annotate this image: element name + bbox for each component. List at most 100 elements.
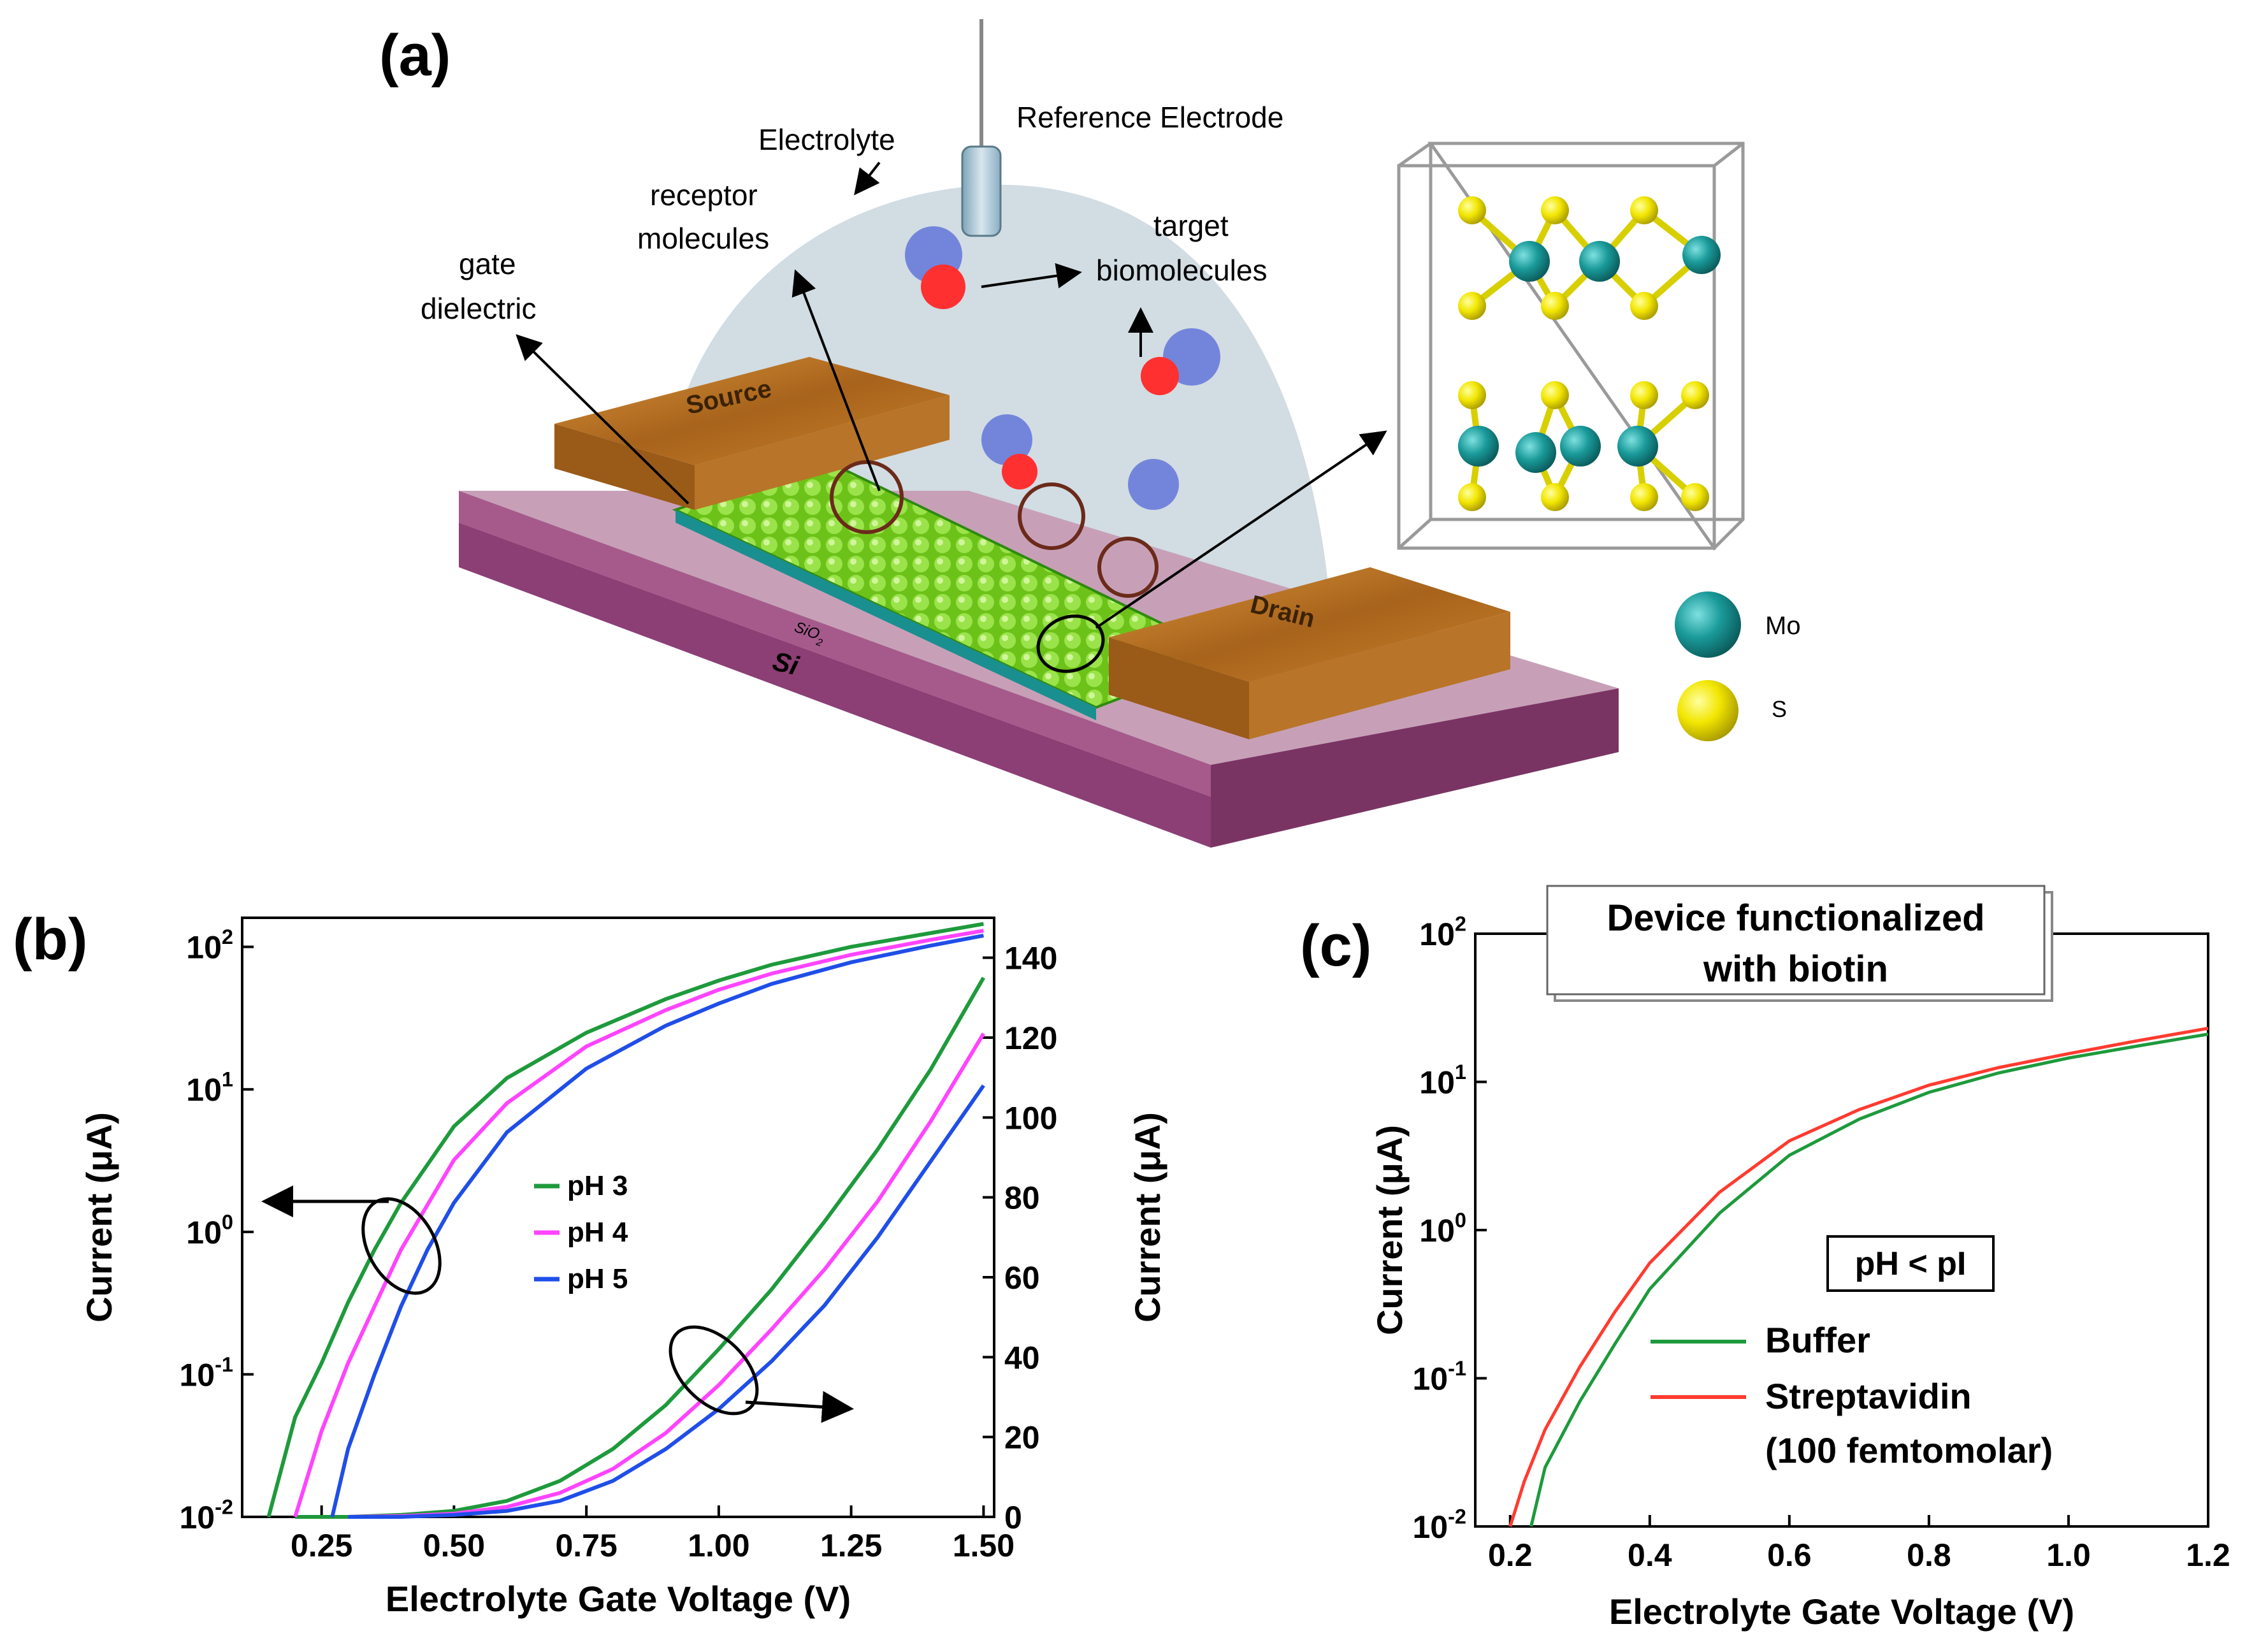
panel-c-y-axis-label: Current (μA) bbox=[1369, 1125, 1410, 1335]
panel-c-legend-label-buffer: Buffer bbox=[1765, 1320, 1870, 1360]
panel-a-label: (a) bbox=[379, 23, 451, 88]
target-arrow bbox=[981, 263, 1082, 289]
panel-c-title-box bbox=[1546, 885, 2046, 996]
target-biomolecules bbox=[905, 226, 1220, 510]
panel-b-legend-label: pH 3 bbox=[567, 1170, 628, 1201]
panel-b-x-axis-label: Electrolyte Gate Voltage (V) bbox=[386, 1579, 851, 1619]
panel-b-x-tick-label: 1.00 bbox=[688, 1528, 749, 1563]
panel-c-series-line bbox=[1529, 1032, 2209, 1527]
si-substrate-front bbox=[459, 523, 1211, 848]
panel-b-y-left-tick-label: 102 bbox=[186, 925, 233, 966]
panel-c-y-tick-label: 100 bbox=[1419, 1209, 1466, 1249]
panel-c-x-tick-label: 0.2 bbox=[1488, 1537, 1533, 1573]
panel-b-y-right-tick-label: 100 bbox=[1004, 1100, 1057, 1136]
panel-c-y-tick-label-exp: -1 bbox=[1448, 1357, 1466, 1380]
panel-c-x-axis-label: Electrolyte Gate Voltage (V) bbox=[1609, 1591, 2074, 1632]
panel-c-x-tick-label: 1.2 bbox=[2186, 1537, 2230, 1573]
panel-b-y-right-tick-label: 120 bbox=[1004, 1020, 1057, 1056]
panel-b-y-right-tick-label: 80 bbox=[1004, 1180, 1040, 1216]
panel-c-x-tick-label: 1.0 bbox=[2046, 1537, 2091, 1573]
panel-b-y-left-tick-label-base: 10 bbox=[186, 1072, 222, 1108]
panel-b-y-right-tick-label: 60 bbox=[1004, 1260, 1040, 1296]
legend-mo-swatch bbox=[1675, 591, 1741, 658]
panel-b-plot-frame bbox=[241, 917, 995, 1518]
panel-b-y-left-tick-label-base: 10 bbox=[179, 1500, 215, 1535]
panel-b-series-linear-line bbox=[295, 976, 985, 1519]
panel-b-series-log-line bbox=[293, 929, 984, 1518]
receptor-label-line-1: receptor bbox=[650, 178, 758, 212]
crystal-atoms bbox=[1458, 196, 1721, 511]
panel-b-y-left-tick-label-exp: 1 bbox=[222, 1068, 233, 1091]
panel-c-series-line bbox=[1508, 1026, 2209, 1527]
panel-b-y-left-tick-label-base: 10 bbox=[186, 1215, 222, 1250]
si-substrate-side bbox=[1211, 688, 1619, 848]
panel-b-x-tick-label: 1.25 bbox=[820, 1528, 882, 1563]
panel-c-y-tick-label-base: 10 bbox=[1419, 1065, 1455, 1101]
panel-b-y-right-tick-label: 140 bbox=[1004, 941, 1057, 976]
panel-c-title-line-2: with biotin bbox=[1703, 948, 1888, 990]
panel-c-y-tick-label-base: 10 bbox=[1412, 1509, 1448, 1545]
mos2-channel-edge bbox=[676, 510, 1096, 720]
panel-c-y-tick-label-exp: 0 bbox=[1455, 1209, 1466, 1232]
panel-c-x-tick-label: 0.6 bbox=[1767, 1537, 1812, 1573]
gate-dielectric-label-line-1: gate bbox=[459, 247, 516, 280]
panel-c-y-tick-label-exp: 1 bbox=[1455, 1061, 1466, 1083]
sio2-layer-front bbox=[459, 491, 1211, 797]
panel-b-y-left-tick-label: 10-1 bbox=[179, 1353, 233, 1393]
panel-b-y-left-tick-label-base: 10 bbox=[179, 1357, 215, 1393]
legend-s-swatch bbox=[1677, 680, 1738, 741]
panel-c-x-tick-label: 0.4 bbox=[1628, 1537, 1672, 1573]
panel-b-x-tick-label: 0.75 bbox=[555, 1528, 617, 1563]
panel-c-y-tick-label: 10-1 bbox=[1412, 1357, 1466, 1397]
panel-b-y-left-tick-label-exp: -1 bbox=[215, 1353, 233, 1376]
panel-b-series-linear-line bbox=[348, 1032, 985, 1519]
panel-b-legend-label: pH 4 bbox=[567, 1217, 628, 1248]
panel-b-y-right-tick-label: 20 bbox=[1004, 1420, 1040, 1456]
electrolyte-arrow bbox=[854, 161, 881, 196]
panel-b-series-log-line bbox=[330, 933, 984, 1518]
panel-c-y-tick-label: 101 bbox=[1419, 1061, 1466, 1101]
receptor-label-line-2: molecules bbox=[637, 222, 769, 255]
panel-c-y-tick-label-base: 10 bbox=[1412, 1361, 1448, 1397]
atom-legend: Mo S bbox=[1675, 591, 1801, 741]
panel-b-y-left-tick-label-exp: 2 bbox=[222, 925, 233, 948]
panel-b-right-axis-arrow bbox=[745, 1391, 854, 1423]
panel-c-title-line-1: Device functionalized bbox=[1607, 897, 1984, 939]
panel-c-label: (c) bbox=[1300, 913, 1371, 978]
panel-b-y-left-tick-label: 10-2 bbox=[179, 1496, 233, 1536]
panel-c-y-tick-label-base: 10 bbox=[1419, 917, 1455, 952]
panel-c-legend-label-streptavidin-2: (100 femtomolar) bbox=[1765, 1430, 2053, 1470]
panel-c-y-tick-label-exp: 2 bbox=[1455, 913, 1466, 936]
legend-s-label: S bbox=[1772, 696, 1787, 722]
receptor-molecules bbox=[830, 460, 1159, 598]
source-electrode: Source bbox=[554, 357, 950, 510]
panel-b-x-tick-label: 0.50 bbox=[423, 1528, 485, 1563]
lattice-highlight-circle bbox=[1036, 614, 1105, 673]
legend-mo-label: Mo bbox=[1765, 612, 1801, 640]
panel-b-y-left-tick-label-exp: -2 bbox=[215, 1496, 233, 1519]
panel-c-y-tick-label-exp: -2 bbox=[1448, 1505, 1466, 1528]
panel-b-right-axis-indicator bbox=[668, 1325, 759, 1416]
panel-b-y-left-tick-label-exp: 0 bbox=[222, 1210, 233, 1233]
electrolyte-label: Electrolyte bbox=[758, 123, 895, 156]
panel-a-device-schematic: (a) Source Drain bbox=[379, 19, 1801, 848]
panel-b-y-right-tick-label: 0 bbox=[1004, 1500, 1022, 1535]
panel-c-y-tick-label: 102 bbox=[1419, 913, 1466, 953]
panel-b-y-right-tick-label: 40 bbox=[1004, 1340, 1040, 1375]
receptor-arrow bbox=[791, 269, 881, 491]
gate-dielectric-arrow bbox=[516, 334, 690, 505]
panel-b-y-left-axis-label: Current (μA) bbox=[79, 1112, 119, 1322]
panel-b-x-tick-label: 1.50 bbox=[953, 1528, 1015, 1563]
panel-c-y-tick-label-base: 10 bbox=[1419, 1213, 1455, 1249]
gate-dielectric-label-line-2: dielectric bbox=[421, 292, 537, 325]
panel-b-series-log-line bbox=[266, 922, 984, 1518]
lattice-arrow bbox=[1095, 430, 1387, 629]
panel-c-annotation-box bbox=[1826, 1235, 1995, 1292]
reference-electrode-label: Reference Electrode bbox=[1016, 101, 1283, 134]
panel-b-series-linear-line bbox=[348, 1084, 985, 1519]
reference-electrode: Reference Electrode bbox=[961, 19, 1283, 237]
panel-c-y-tick-label: 10-2 bbox=[1412, 1505, 1466, 1546]
